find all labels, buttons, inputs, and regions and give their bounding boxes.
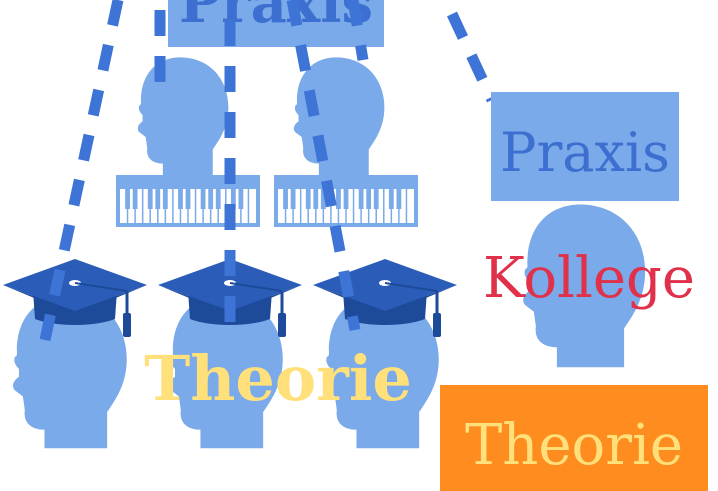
head-middle-left	[137, 57, 229, 179]
black-key	[373, 189, 379, 209]
black-key	[290, 189, 296, 209]
dashed-line	[347, 0, 369, 61]
black-key	[155, 189, 161, 209]
black-key	[336, 189, 341, 209]
tassel-cord	[384, 282, 438, 292]
tassel-cord	[229, 282, 283, 292]
black-key	[230, 189, 236, 209]
dashed-line	[286, 0, 361, 332]
black-key	[215, 189, 221, 209]
black-key	[305, 189, 311, 209]
black-key	[208, 189, 214, 209]
head-silhouette-icon	[293, 57, 385, 179]
praxis-box-right: Praxis	[491, 92, 679, 201]
praxis-box-top: Praxis	[168, 0, 384, 47]
praxis-label-right: Praxis	[500, 121, 670, 184]
head-silhouette-icon	[137, 57, 229, 179]
theorie-box: Theorie	[440, 385, 708, 491]
black-key	[162, 189, 168, 209]
black-key	[366, 189, 372, 209]
black-key	[238, 189, 244, 209]
piano-keyboard-icon	[274, 175, 418, 227]
black-key	[388, 189, 394, 209]
tassel	[123, 313, 131, 337]
praxis-label-top: Praxis	[179, 0, 373, 36]
kollege-label: Kollege	[483, 246, 695, 311]
tassel-cord	[74, 282, 128, 292]
piano-keyboard-icon	[116, 175, 260, 227]
theorie-label-bottom-right: Theorie	[465, 413, 683, 478]
tassel	[433, 313, 441, 337]
black-key	[185, 189, 191, 209]
black-key	[178, 189, 183, 209]
praxis-box-top-bg	[168, 0, 384, 47]
praxis-box-right-bg	[491, 92, 679, 201]
tassel	[278, 313, 286, 337]
theorie-label-center: Theorie	[144, 342, 412, 415]
dashed-line	[39, 0, 124, 342]
black-key	[343, 189, 349, 209]
black-key	[147, 189, 153, 209]
black-key	[125, 189, 130, 209]
black-key	[200, 189, 206, 209]
dashed-connectors	[39, 0, 497, 342]
dashed-line	[447, 11, 497, 103]
black-key	[283, 189, 288, 209]
theorie-box-bg	[440, 385, 708, 491]
black-key	[313, 189, 319, 209]
black-key	[132, 189, 138, 209]
head-middle-right	[293, 57, 385, 179]
black-key	[358, 189, 364, 209]
black-key	[396, 189, 402, 209]
black-key	[320, 189, 326, 209]
